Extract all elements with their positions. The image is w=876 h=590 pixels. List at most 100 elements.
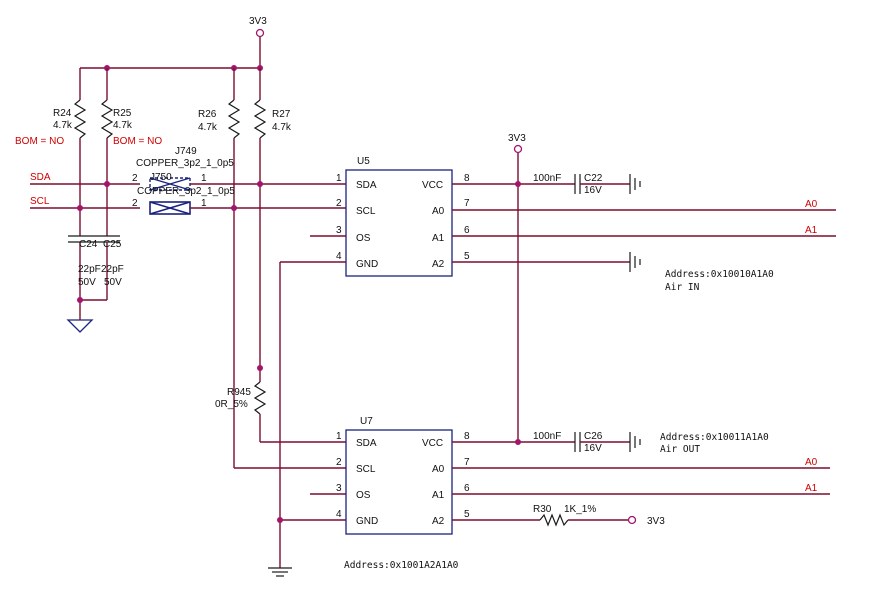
c24-voltage: 50V xyxy=(78,277,96,288)
c25-voltage: 50V xyxy=(104,277,122,288)
resistor-r30: R30 1K_1% 3V3 xyxy=(452,504,665,527)
u7-address: Address:0x10011A1A0 xyxy=(660,432,769,443)
u5-address: Address:0x10010A1A0 xyxy=(665,269,774,280)
j750-footprint: COPPER_3p2_1_0p5 xyxy=(137,186,235,197)
c25-value: 22pF xyxy=(101,264,124,275)
j750-pin-b: 1 xyxy=(201,198,207,209)
u7-pin8-num: 8 xyxy=(464,431,470,442)
junction-dot xyxy=(77,205,83,211)
r26-ref: R26 xyxy=(198,109,217,120)
j749-ref: J749 xyxy=(175,146,197,157)
r945-value: 0R_5% xyxy=(215,399,248,410)
u5-pin7-num: 7 xyxy=(464,198,470,209)
u7-pin1-name: SDA xyxy=(356,438,377,449)
u7-pin6-num: 6 xyxy=(464,483,470,494)
u5-pin6-num: 6 xyxy=(464,225,470,236)
u5-pin2-num: 2 xyxy=(336,198,342,209)
r27-value: 4.7k xyxy=(272,122,292,133)
u5-pin8-num: 8 xyxy=(464,173,470,184)
jumper-j749: J749 COPPER_3p2_1_0p5 2 1 xyxy=(132,146,234,191)
r26-value: 4.7k xyxy=(198,122,218,133)
u7-pin5-num: 5 xyxy=(464,509,470,520)
u5-pin5-num: 5 xyxy=(464,251,470,262)
u5-note: Air IN xyxy=(665,282,700,293)
u7-pin3-num: 3 xyxy=(336,483,342,494)
r25-value: 4.7k xyxy=(113,120,133,131)
r24-ref: R24 xyxy=(53,108,72,119)
u7-pin7-num: 7 xyxy=(464,457,470,468)
ground-symbol-u5-a2 xyxy=(629,252,641,272)
junction-dot xyxy=(515,181,521,187)
resistor-r24: R24 4.7k BOM = NO xyxy=(15,68,87,236)
u5-pin1-name: SDA xyxy=(356,180,377,191)
u5-pin4-name: GND xyxy=(356,259,378,270)
u7-pin8-name: VCC xyxy=(422,438,443,449)
ground-symbol-c22 xyxy=(629,174,641,194)
ground-symbol-c26 xyxy=(629,432,641,452)
u7-pin6-name: A1 xyxy=(432,490,445,501)
u7-pin4-num: 4 xyxy=(336,509,342,520)
capacitor-c26: 100nF C26 16V xyxy=(533,431,630,454)
junction-dot xyxy=(231,205,237,211)
r27-ref: R27 xyxy=(272,109,291,120)
c26-value: 100nF xyxy=(533,431,561,442)
c22-value: 100nF xyxy=(533,173,561,184)
r30-power-label: 3V3 xyxy=(647,516,665,527)
u5-pin5-name: A2 xyxy=(432,259,445,270)
ground-symbol-bottom xyxy=(268,567,292,577)
j750-pin-a: 2 xyxy=(132,198,138,209)
c24-value: 22pF xyxy=(78,264,101,275)
j749-pin-a: 2 xyxy=(132,173,138,184)
c25-ref: C25 xyxy=(103,239,122,250)
u5-pin6-name: A1 xyxy=(432,233,445,244)
resistor-r945: R945 0R_5% xyxy=(215,365,267,442)
c26-ref: C26 xyxy=(584,431,603,442)
u5-pin1-num: 1 xyxy=(336,173,342,184)
net-sda-label: SDA xyxy=(30,172,51,183)
r24-value: 4.7k xyxy=(53,120,73,131)
u7-pin2-name: SCL xyxy=(356,464,376,475)
resistor-r26: R26 4.7k xyxy=(198,68,241,468)
u5-ref: U5 xyxy=(357,156,370,167)
bottom-address: Address:0x1001A2A1A0 xyxy=(344,560,459,571)
net-a1-label-b: A1 xyxy=(805,483,818,494)
j749-footprint: COPPER_3p2_1_0p5 xyxy=(136,158,234,169)
u7-pin7-name: A0 xyxy=(432,464,445,475)
u7-pin2-num: 2 xyxy=(336,457,342,468)
ic-u7: U7 SDA SCL OS GND VCC A0 A1 A2 1 2 3 4 8… xyxy=(336,416,470,535)
power-label-mid: 3V3 xyxy=(508,133,526,144)
u7-pin1-num: 1 xyxy=(336,431,342,442)
u5-pin8-name: VCC xyxy=(422,180,443,191)
r25-bom: BOM = NO xyxy=(113,136,162,147)
net-a0-label-b: A0 xyxy=(805,457,818,468)
u5-pin3-num: 3 xyxy=(336,225,342,236)
power-label-top: 3V3 xyxy=(249,16,267,27)
capacitor-c24-c25: C24 C25 22pF 22pF 50V 50V xyxy=(68,235,124,320)
power-3v3-top: 3V3 xyxy=(249,16,267,68)
c24-ref: C24 xyxy=(79,239,98,250)
net-scl-label: SCL xyxy=(30,196,50,207)
u7-ref: U7 xyxy=(360,416,373,427)
u7-note: Air OUT xyxy=(660,444,700,455)
j749-pin-b: 1 xyxy=(201,173,207,184)
u5-pin7-name: A0 xyxy=(432,206,445,217)
u5-pin2-name: SCL xyxy=(356,206,376,217)
junction-dot xyxy=(257,181,263,187)
u5-pin3-name: OS xyxy=(356,233,371,244)
c26-voltage: 16V xyxy=(584,443,602,454)
net-a1-label: A1 xyxy=(805,225,818,236)
power-3v3-mid: 3V3 xyxy=(508,133,526,442)
r30-ref: R30 xyxy=(533,504,552,515)
u7-pin3-name: OS xyxy=(356,490,371,501)
resistor-r25: R25 4.7k BOM = NO xyxy=(100,68,162,236)
ic-u5: U5 SDA SCL OS GND VCC A0 A1 A2 1 2 3 4 8… xyxy=(336,156,470,277)
capacitor-c22: 100nF C22 16V xyxy=(533,173,630,196)
ground-symbol-left xyxy=(66,319,94,333)
jumper-j750: J750 COPPER_3p2_1_0p5 2 1 xyxy=(132,172,235,215)
net-a0-label: A0 xyxy=(805,199,818,210)
r30-value: 1K_1% xyxy=(564,504,596,515)
r24-bom: BOM = NO xyxy=(15,136,64,147)
junction-dot xyxy=(277,517,283,523)
r945-ref: R945 xyxy=(227,387,251,398)
